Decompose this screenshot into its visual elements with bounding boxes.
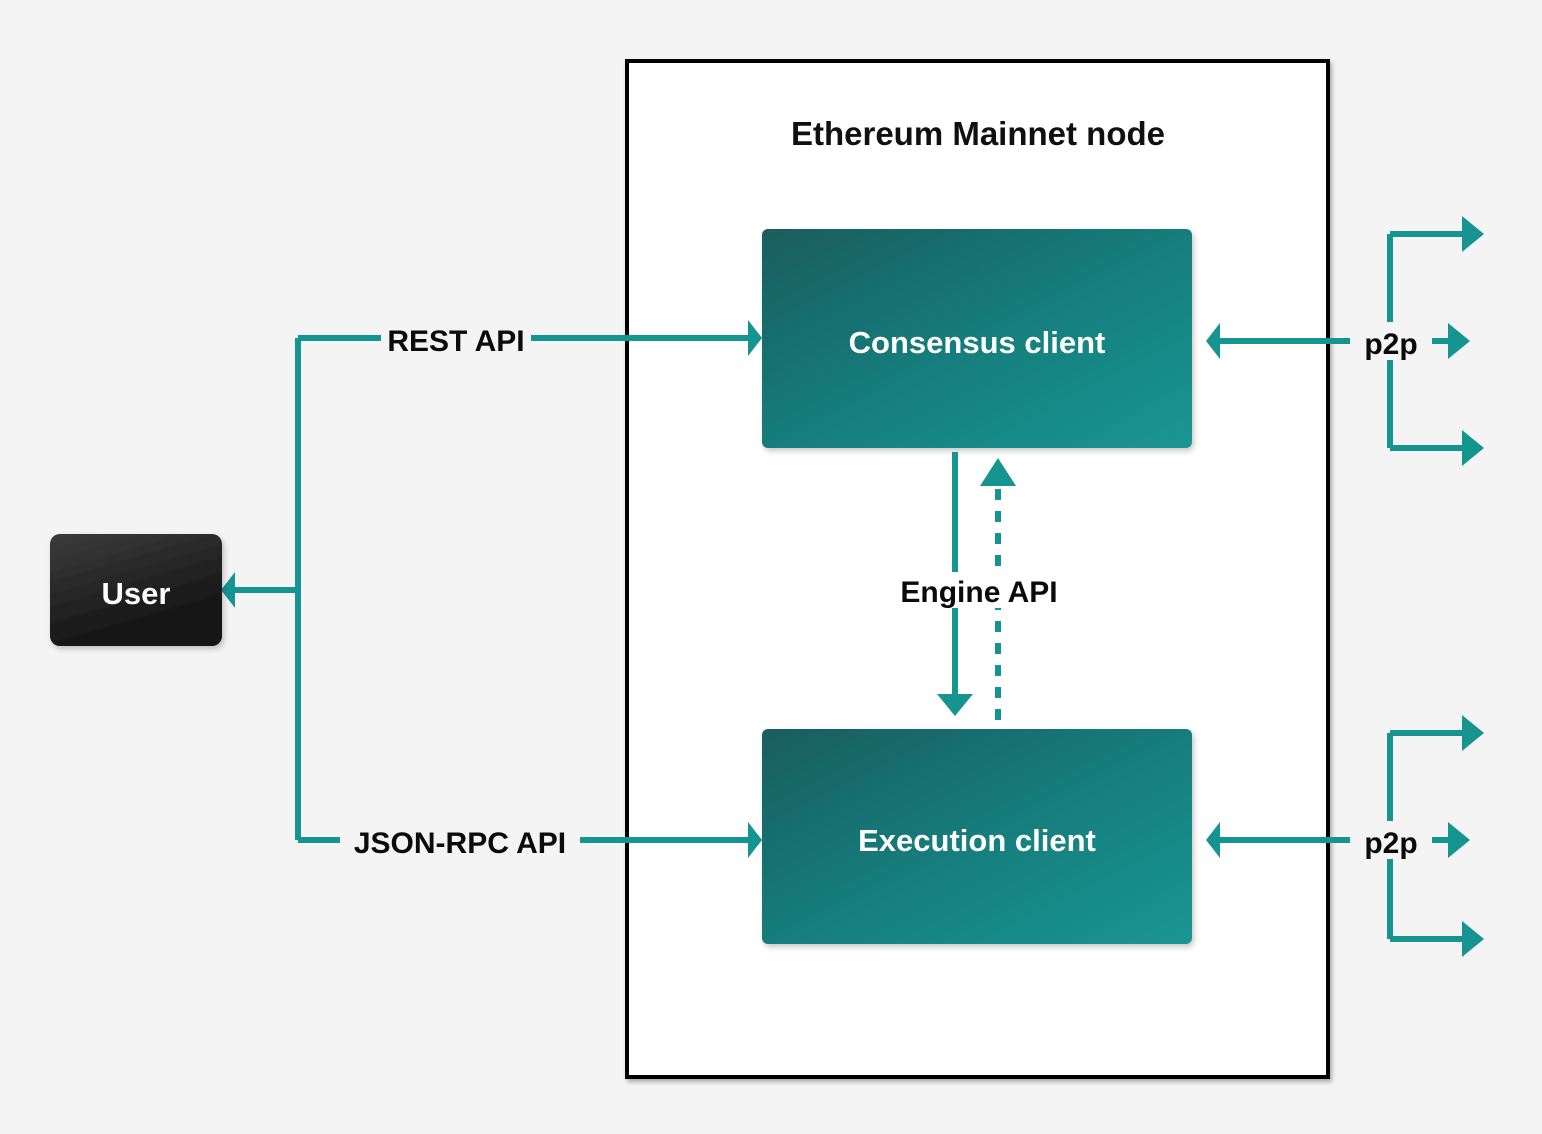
p2p-execution-branch-bottom-arrowhead	[1462, 921, 1484, 957]
edge-engine-api-down-arrowhead	[937, 694, 973, 716]
edge-label-rest-api: REST API	[387, 325, 524, 358]
node-consensus-client-label: Consensus client	[849, 325, 1106, 360]
edge-engine-api-label-bg	[888, 572, 1070, 608]
edge-rest-api-arrowhead	[748, 320, 762, 356]
p2p-consensus-branch-bottom-arrowhead	[1462, 430, 1484, 466]
edge-label-p2p-execution: p2p	[1364, 827, 1417, 860]
edge-response-to-user-arrowhead	[221, 572, 235, 608]
p2p-execution-label-bg	[1350, 821, 1432, 859]
edge-engine-api-up-arrowhead	[980, 458, 1016, 486]
edge-label-engine-api: Engine API	[900, 576, 1057, 609]
p2p-consensus-branch-middle-arrowhead	[1448, 323, 1470, 359]
group-title: Ethereum Mainnet node	[791, 115, 1165, 152]
p2p-consensus-label-bg	[1350, 322, 1432, 360]
edge-label-p2p-consensus: p2p	[1364, 328, 1417, 361]
edge-p2p-execution-inbound-arrowhead	[1206, 822, 1220, 858]
edge-label-json-rpc-api: JSON-RPC API	[354, 827, 566, 860]
p2p-execution-branch-middle-arrowhead	[1448, 822, 1470, 858]
p2p-consensus-branch-top-arrowhead	[1462, 216, 1484, 252]
edge-json-rpc-api-label-bg	[340, 824, 580, 857]
node-user-label: User	[102, 576, 171, 611]
p2p-execution-branch-top-arrowhead	[1462, 715, 1484, 751]
node-consensus-client[interactable]	[762, 229, 1192, 448]
edge-rest-api-label-bg	[381, 322, 531, 355]
node-user[interactable]	[50, 534, 222, 646]
edge-json-rpc-api-arrowhead	[748, 822, 762, 858]
node-execution-client[interactable]	[762, 729, 1192, 944]
edge-p2p-consensus-inbound-arrowhead	[1206, 323, 1220, 359]
node-execution-client-label: Execution client	[858, 823, 1096, 858]
